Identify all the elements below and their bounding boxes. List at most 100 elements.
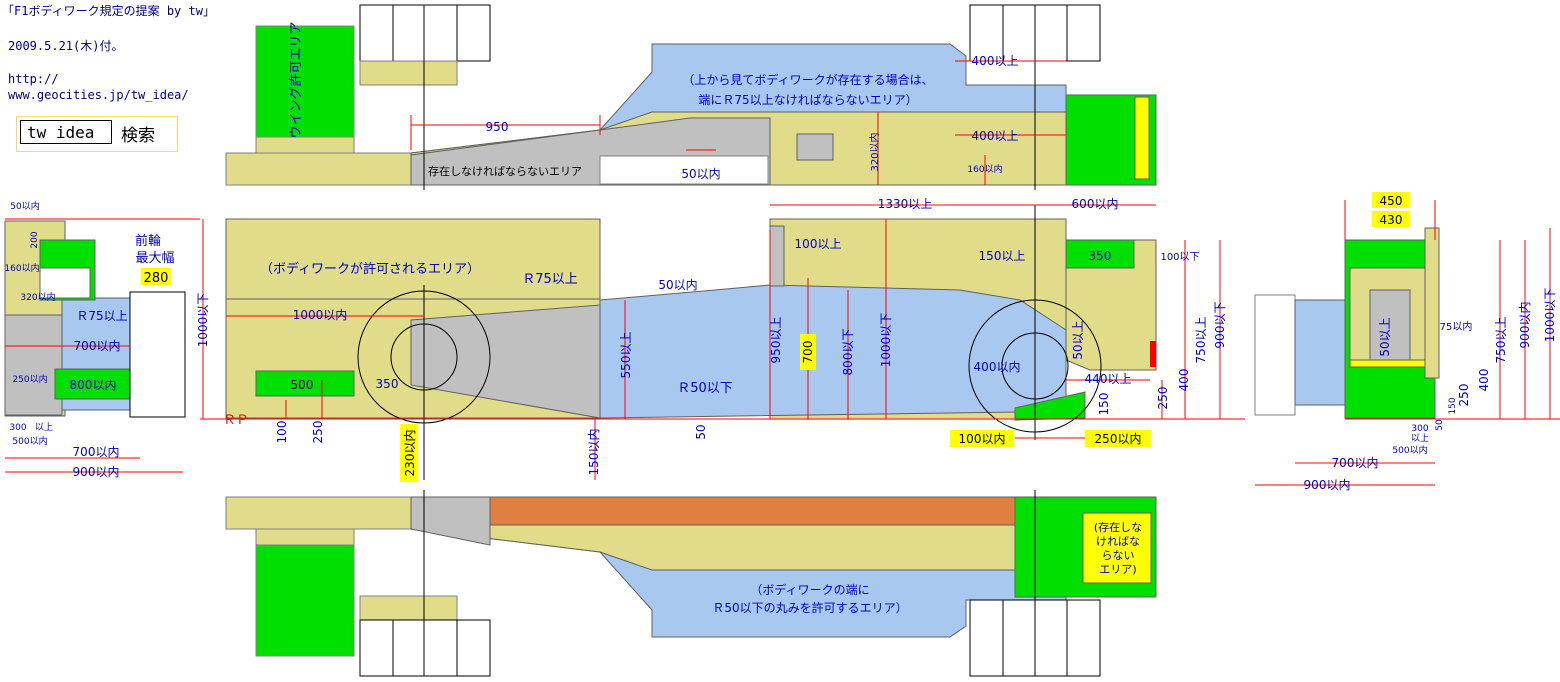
bottom-rear-wing-green [255,544,355,657]
dim-side-750: 750以上 [1194,317,1208,364]
top-must-exist-white [599,155,769,185]
dim-side-150r: 150 [1097,393,1111,416]
side-view [200,204,1245,480]
dim-rear-1000: 1000以下 [1543,288,1557,343]
dim-front-50: 50以内 [10,200,39,212]
dim-front-900: 900以内 [73,465,120,479]
must-exist-small-1: (存在しな [1094,520,1142,534]
r75-front-label: Ｒ75以上 [76,309,127,323]
dim-side-50b: 50 [694,424,708,439]
bottom-rear-tyre-khaki [359,595,458,621]
bottom-rear-floor [225,496,412,530]
dim-side-150: 150以上 [979,249,1026,263]
top-rear-floor [225,152,412,186]
dim-side-250r: 250 [1156,387,1170,410]
side-front-red [1150,341,1156,367]
dim-side-440: 440以上 [1085,372,1132,386]
top-rear-wing-khaki [255,136,355,154]
link-url[interactable]: www.geocities.jp/tw_idea/ [8,88,189,102]
link-label[interactable]: http:// [8,72,59,86]
bottom-rear-wing-khaki [255,528,355,546]
page-date: 2009.5.21(木)付。 [8,39,124,53]
dim-front-160: 160以内 [4,262,39,274]
dim-side-50up: 50以上 [1071,320,1085,359]
dim-front-500: 500以内 [12,435,47,447]
dim-rear-50b: 50 [1435,419,1445,431]
search-box: tw idea 検索 [16,116,178,152]
dim-side-150in: 150以内 [587,429,601,476]
r75-above-label: Ｒ75以上 [522,272,578,287]
bodywork-allowed-label: （ボディワークが許可されるエリア） [260,261,480,277]
wing-area-label: ウイング許可エリア [289,21,304,138]
dim-rear-900: 900以内 [1304,478,1351,492]
front-view [4,218,200,473]
page-title: 「F1ボディワーク規定の提案 by tw」 [2,4,215,18]
dim-front-800: 800以内 [70,378,117,392]
side-rear-upper-khaki [225,218,601,300]
dim-side-900: 900以下 [1213,302,1227,349]
front-wheel-label-1: 前輪 [135,233,161,249]
side-engine-cover-gray [769,225,785,287]
dim-rear-450: 450 [1380,194,1403,208]
dim-front-320: 320以内 [20,291,55,303]
dim-side-100b: 100 [275,421,289,444]
dim-side-700: 700 [801,341,815,364]
bottom-plank-orange [489,496,1016,526]
dim-top-160: 160以内 [967,163,1002,175]
front-body-gray [4,314,63,416]
must-exist-small-2: ければな [1096,535,1140,548]
dim-side-1000dn: 1000以下 [879,313,893,368]
dim-front-250: 250以内 [12,373,47,385]
dim-side-350: 350 [1089,249,1112,263]
dim-rear-700: 700以内 [1332,456,1379,470]
front-wheel-value: 280 [144,271,169,286]
dim-side-250in: 250以内 [1095,432,1142,446]
rear-view [1254,200,1560,486]
dim-side-230: 230以内 [403,430,417,477]
dim-side-1330: 1330以上 [878,197,933,211]
dim-rear-250: 250 [1457,384,1471,407]
rear-body-blue [1294,299,1346,406]
dim-top-400a: 400以上 [972,54,1019,68]
dim-rear-300b: 以上 [1411,433,1429,444]
front-top-white [39,267,91,299]
dim-side-1000in: 1000以内 [293,308,348,322]
side-body-blue [599,284,1067,419]
search-input[interactable]: tw idea [20,120,112,144]
bottom-rear-tyre [359,619,491,677]
dim-top-950: 950 [486,120,509,134]
dim-side-400: 400以内 [974,360,1021,374]
must-exist-small-4: エリア) [1099,563,1136,576]
dim-side-350b: 350 [376,377,399,391]
top-cockpit-gray [796,133,834,161]
front-tyre [129,291,186,418]
r75-area-label-2: 端にＲ75以上なければならないエリア） [698,93,917,107]
dim-rear-900: 900以内 [1518,302,1532,349]
must-exist-label: 存在しなければならないエリア [428,164,582,178]
rp-label: ＲＰ [223,413,249,428]
r75-area-label-1: （上から見てボディワークが存在する場合は、 [682,72,933,87]
dim-front-700: 700以内 [74,339,121,353]
dim-front-300b: 以上 [35,422,53,433]
side-front-floor-green [1014,391,1086,421]
dim-side-800: 800以下 [841,329,855,376]
dim-side-400r: 400 [1177,369,1191,392]
dim-top-320: 320以内 [868,132,881,171]
bottom-gray [410,496,491,546]
dim-front-700b: 700以内 [73,445,120,459]
top-rear-tyre-khaki [359,60,458,86]
dim-side-950: 950以上 [769,317,783,364]
dim-rear-50: 50以上 [1378,317,1392,356]
dimension-labels: 950 400以上 400以上 320以内 160以内 50以内 1330以上 … [4,54,1557,492]
dim-top-50: 50以内 [681,167,720,181]
dim-rear-430: 430 [1380,213,1403,227]
dim-side-500: 500 [291,378,314,392]
bottom-front-yellow [1082,512,1152,584]
search-button[interactable]: 検索 [121,126,155,146]
bottom-view [225,490,1157,677]
dim-rear-150: 150 [1448,397,1458,414]
dim-side-100r: 100以下 [1160,252,1199,263]
dim-rear-75: 75以内 [1440,320,1473,333]
